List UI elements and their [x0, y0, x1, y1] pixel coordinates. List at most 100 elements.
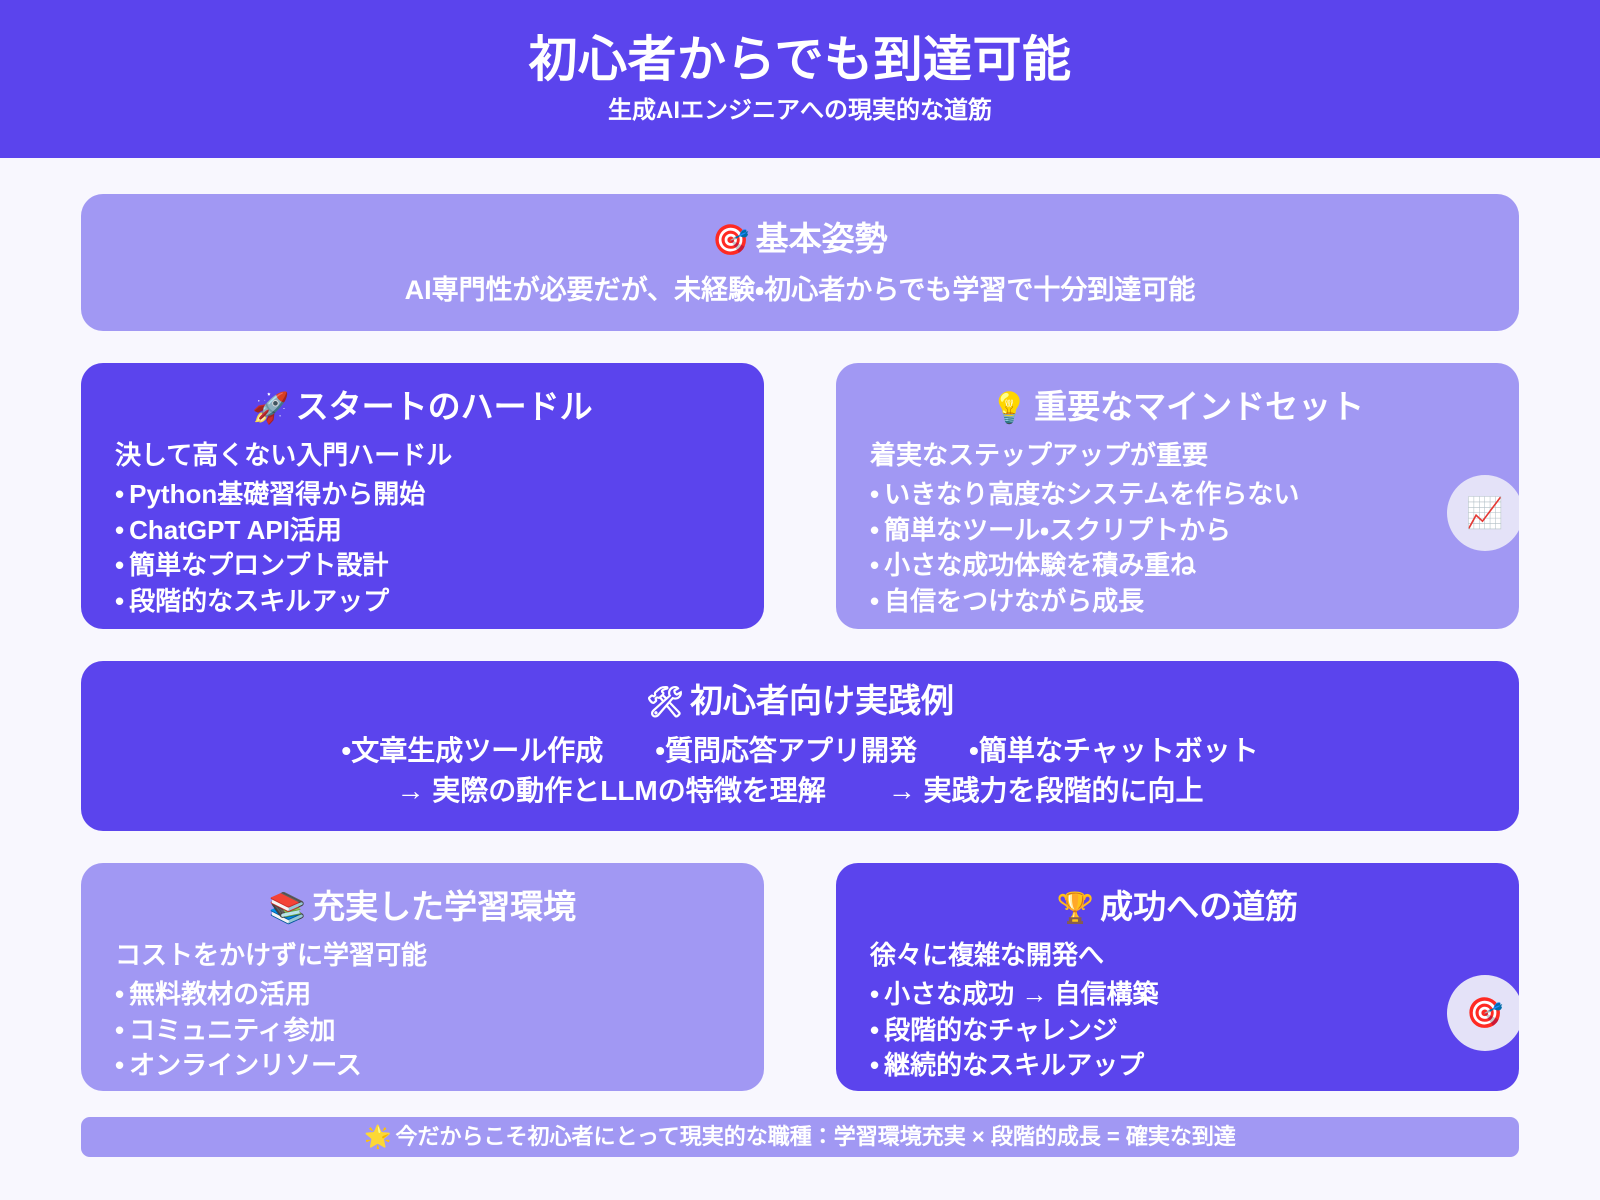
practice-outcome-label: 実際の動作とLLMの特徴を理解 [432, 775, 826, 807]
card-success-path-list: •小さな成功 → 自信構築 •段階的なチャレンジ •継続的なスキルアップ [870, 977, 1485, 1084]
card-start-hurdle-title-text: スタートのハードル [295, 388, 593, 425]
bullet-icon: • [870, 978, 880, 1009]
bullet-icon: • [870, 478, 880, 509]
bullet-icon: • [870, 550, 880, 581]
card-mindset-title-text: 重要なマインドセット [1034, 388, 1365, 425]
bullet-icon: • [655, 735, 666, 767]
bullet-icon: • [115, 1014, 125, 1045]
practice-outcome-row: → 実際の動作とLLMの特徴を理解 → 実践力を段階的に向上 [396, 777, 1203, 805]
list-item-label: 自信をつけながら成長 [884, 585, 1145, 616]
list-item-label: 簡単なプロンプト設計 [129, 550, 389, 581]
practice-example: •簡単なチャットボット [969, 737, 1259, 765]
practice-outcome: → 実際の動作とLLMの特徴を理解 [396, 777, 825, 805]
card-mindset-list: •いきなり高度なシステムを作らない •簡単なツール・スクリプトから •小さな成功… [870, 477, 1485, 619]
arrow-icon: → [396, 775, 425, 807]
page-subtitle: 生成AIエンジニアへの現実的な道筋 [608, 96, 992, 124]
light-bulb-icon: 💡 [990, 391, 1029, 426]
bullet-icon: • [115, 550, 125, 581]
card-start-hurdle: 🚀スタートのハードル 決して高くない入門ハードル •Python基礎習得から開始… [81, 363, 764, 629]
card-mindset-title: 💡重要なマインドセット [870, 388, 1485, 426]
list-item: •オンラインリソース [115, 1048, 730, 1084]
list-item-label: 小さな成功体験を積み重ね [884, 550, 1197, 581]
page-title: 初心者からでも到達可能 [528, 32, 1072, 87]
card-success-path-title-text: 成功への道筋 [1100, 888, 1299, 925]
list-item: •Python基礎習得から開始 [115, 477, 730, 513]
card-basic-stance-title-text: 基本姿勢 [755, 219, 888, 257]
trophy-icon: 🏆 [1056, 891, 1095, 926]
bullet-icon: • [969, 735, 979, 767]
card-basic-stance: 🎯基本姿勢 AI専門性が必要だが、未経験・初心者からでも学習で十分到達可能 [81, 194, 1519, 331]
card-practice-examples-title: 🛠初心者向け実践例 [645, 682, 955, 720]
footer-banner: 🌟今だからこそ初心者にとって現実的な職種：学習環境充実 × 段階的成長 = 確実… [81, 1117, 1519, 1157]
practice-example-label: 簡単なチャットボット [978, 735, 1259, 767]
arrow-icon: → [887, 775, 916, 807]
list-item-label: 段階的なスキルアップ [129, 585, 390, 616]
direct-hit-icon: 🎯 [712, 222, 750, 258]
practice-example-label: 文章生成ツール作成 [351, 735, 604, 767]
footer-message: 今だからこそ初心者にとって現実的な職種：学習環境充実 × 段階的成長 = 確実な… [395, 1123, 1236, 1149]
row-hurdle-mindset: 🚀スタートのハードル 決して高くない入門ハードル •Python基礎習得から開始… [81, 363, 1519, 629]
row-learning-success: 📚充実した学習環境 コストをかけずに学習可能 •無料教材の活用 •コミュニティ参… [81, 863, 1519, 1091]
card-learning-environment-title-text: 充実した学習環境 [312, 888, 577, 925]
list-item-label: 継続的なスキルアップ [884, 1050, 1145, 1081]
card-success-path-title: 🏆成功への道筋 [870, 888, 1485, 926]
footer-text: 🌟今だからこそ初心者にとって現実的な職種：学習環境充実 × 段階的成長 = 確実… [364, 1123, 1236, 1150]
bullet-icon: • [115, 478, 125, 509]
list-item: •継続的なスキルアップ [870, 1048, 1485, 1084]
bullet-icon: • [115, 978, 125, 1009]
list-item-label: 簡単なツール・スクリプトから [884, 514, 1231, 545]
practice-example-row: •文章生成ツール作成 •質問応答アプリ開発 •簡単なチャットボット [341, 737, 1258, 765]
bullet-icon: • [115, 514, 125, 545]
list-item: •小さな成功体験を積み重ね [870, 548, 1485, 584]
card-learning-environment-title: 📚充実した学習環境 [115, 888, 730, 926]
bullet-icon: • [870, 514, 880, 545]
card-start-hurdle-list: •Python基礎習得から開始 •ChatGPT API活用 •簡単なプロンプト… [115, 477, 730, 619]
page-header: 初心者からでも到達可能 生成AIエンジニアへの現実的な道筋 [0, 0, 1600, 158]
practice-example: •質問応答アプリ開発 [655, 737, 917, 765]
books-icon: 📚 [268, 891, 307, 926]
bullet-icon: • [341, 735, 352, 767]
card-practice-examples: 🛠初心者向け実践例 •文章生成ツール作成 •質問応答アプリ開発 •簡単なチャット… [81, 661, 1519, 831]
list-item-label: コミュニティ参加 [129, 1014, 336, 1045]
list-item-label: 段階的なチャレンジ [884, 1014, 1118, 1045]
card-basic-stance-text: AI専門性が必要だが、未経験・初心者からでも学習で十分到達可能 [404, 275, 1196, 306]
list-item-label: 無料教材の活用 [129, 978, 312, 1009]
list-item-label: Python基礎習得から開始 [129, 478, 426, 509]
bullet-icon: • [115, 585, 125, 616]
bullet-icon: • [870, 1014, 880, 1045]
card-mindset-lead: 着実なステップアップが重要 [870, 440, 1209, 471]
card-learning-environment: 📚充実した学習環境 コストをかけずに学習可能 •無料教材の活用 •コミュニティ参… [81, 863, 764, 1091]
practice-outcome: → 実践力を段階的に向上 [888, 777, 1204, 805]
content-area: 🎯基本姿勢 AI専門性が必要だが、未経験・初心者からでも学習で十分到達可能 🚀ス… [0, 158, 1600, 1091]
practice-example: •文章生成ツール作成 [341, 737, 603, 765]
list-item-label: 小さな成功 → 自信構築 [884, 978, 1159, 1009]
list-item: •小さな成功 → 自信構築 [870, 977, 1485, 1013]
list-item-label: ChatGPT API活用 [129, 514, 342, 545]
list-item: •コミュニティ参加 [115, 1013, 730, 1049]
list-item: •段階的なチャレンジ [870, 1013, 1485, 1049]
card-learning-environment-lead: コストをかけずに学習可能 [115, 940, 428, 971]
list-item: •段階的なスキルアップ [115, 584, 730, 620]
card-mindset: 💡重要なマインドセット 着実なステップアップが重要 •いきなり高度なシステムを作… [836, 363, 1519, 629]
card-basic-stance-title: 🎯基本姿勢 [712, 219, 888, 258]
glowing-star-icon: 🌟 [364, 1124, 392, 1150]
card-practice-examples-title-text: 初心者向け実践例 [690, 682, 955, 719]
rocket-icon: 🚀 [252, 391, 290, 426]
card-start-hurdle-lead: 決して高くない入門ハードル [115, 440, 453, 471]
list-item-label: いきなり高度なシステムを作らない [884, 478, 1300, 509]
direct-hit-icon: 🎯 [1447, 975, 1519, 1051]
practice-example-label: 質問応答アプリ開発 [665, 735, 918, 767]
hammer-and-wrench-icon: 🛠 [645, 685, 685, 720]
list-item: •簡単なプロンプト設計 [115, 548, 730, 584]
chart-increasing-icon: 📈 [1447, 475, 1519, 551]
card-success-path: 🏆成功への道筋 徐々に複雑な開発へ •小さな成功 → 自信構築 •段階的なチャレ… [836, 863, 1519, 1091]
card-success-path-lead: 徐々に複雑な開発へ [870, 940, 1105, 971]
bullet-icon: • [115, 1050, 125, 1081]
card-learning-environment-list: •無料教材の活用 •コミュニティ参加 •オンラインリソース [115, 977, 730, 1084]
practice-outcome-label: 実践力を段階的に向上 [923, 775, 1204, 807]
bullet-icon: • [870, 585, 880, 616]
list-item: •無料教材の活用 [115, 977, 730, 1013]
list-item: •ChatGPT API活用 [115, 513, 730, 549]
list-item: •簡単なツール・スクリプトから [870, 513, 1485, 549]
list-item: •自信をつけながら成長 [870, 584, 1485, 620]
